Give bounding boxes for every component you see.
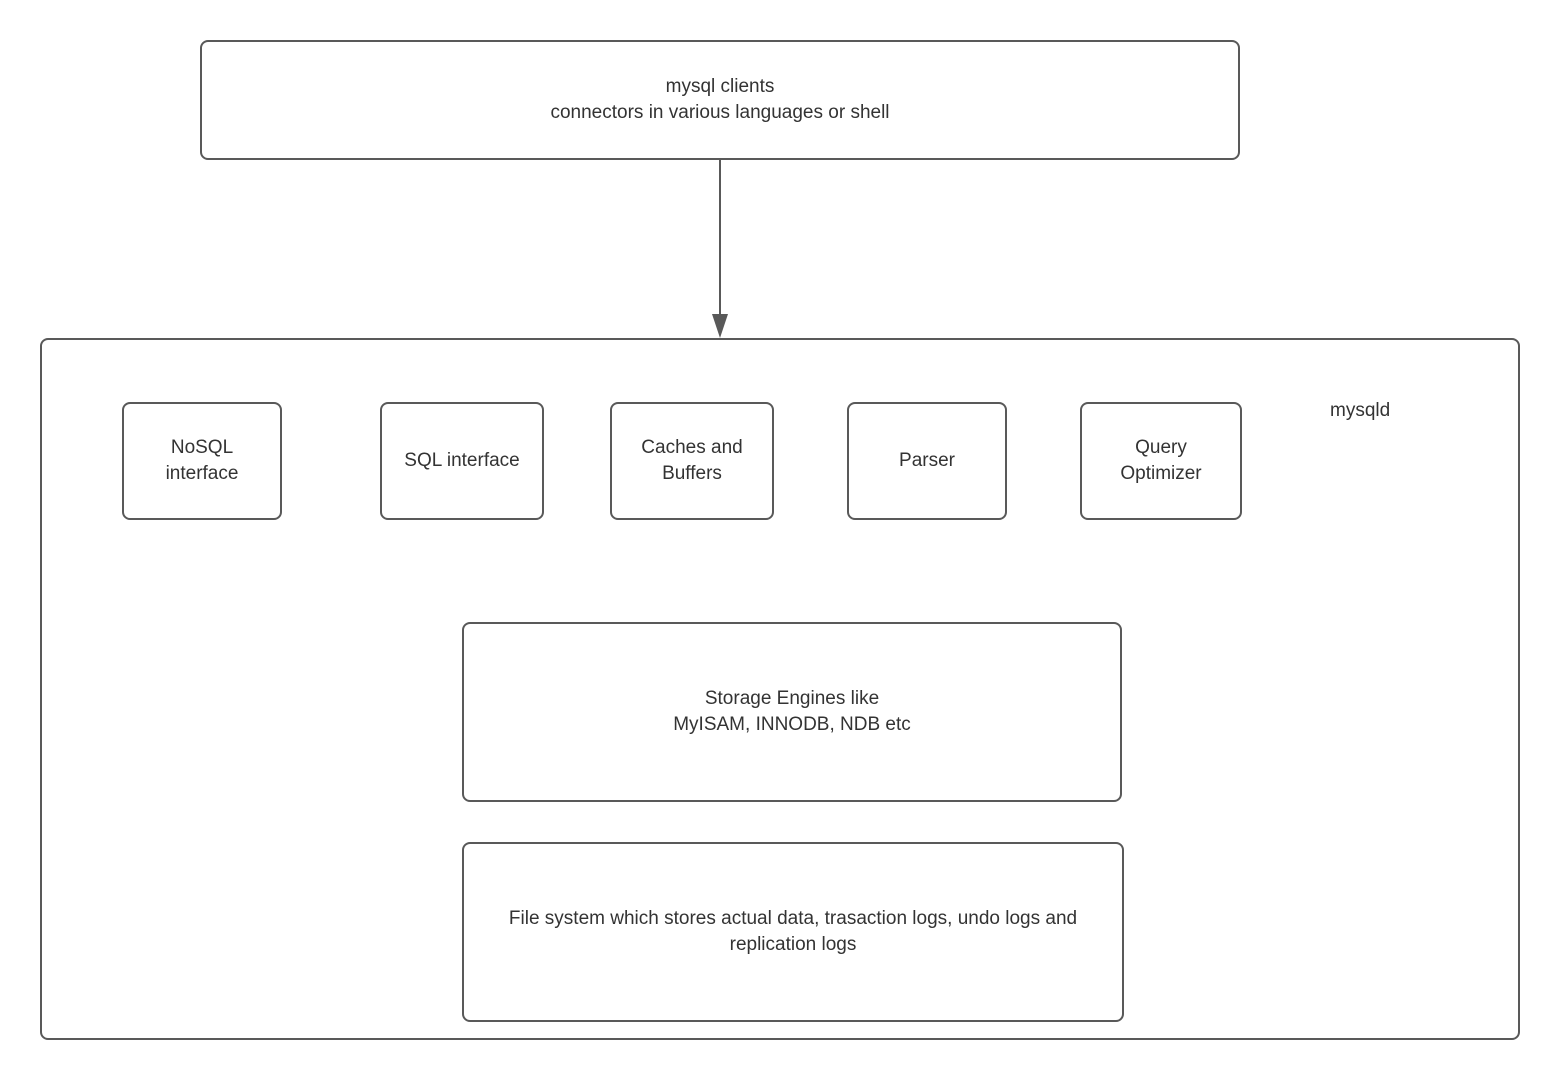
component-parser: Parser — [847, 402, 1007, 520]
clients-box-line2: connectors in various languages or shell — [550, 102, 890, 123]
component-label: SQL interface — [404, 450, 520, 472]
filesystem-box: File system which stores actual data, tr… — [462, 842, 1124, 1022]
component-sql-interface: SQL interface — [380, 402, 544, 520]
component-label: Caches and Buffers — [641, 437, 743, 484]
component-nosql-interface: NoSQL interface — [122, 402, 282, 520]
component-label: NoSQL interface — [165, 437, 239, 484]
server-label: mysqld — [1330, 400, 1391, 421]
component-label: Parser — [899, 450, 955, 472]
down-arrow-icon — [712, 160, 728, 338]
filesystem-text: File system which stores actual data, tr… — [508, 908, 1078, 955]
storage-engines-line2: MyISAM, INNODB, NDB etc — [673, 714, 911, 735]
clients-box-line1: mysql clients — [665, 76, 775, 98]
component-label: Query Optimizer — [1120, 437, 1202, 484]
storage-engines-line1: Storage Engines like — [704, 688, 880, 710]
clients-box: mysql clients connectors in various lang… — [200, 40, 1240, 160]
server-box: mysqld NoSQL interface SQL interface Cac… — [40, 338, 1520, 1040]
component-caches-buffers: Caches and Buffers — [610, 402, 774, 520]
storage-engines-box: Storage Engines like MyISAM, INNODB, NDB… — [462, 622, 1122, 802]
component-query-optimizer: Query Optimizer — [1080, 402, 1242, 520]
